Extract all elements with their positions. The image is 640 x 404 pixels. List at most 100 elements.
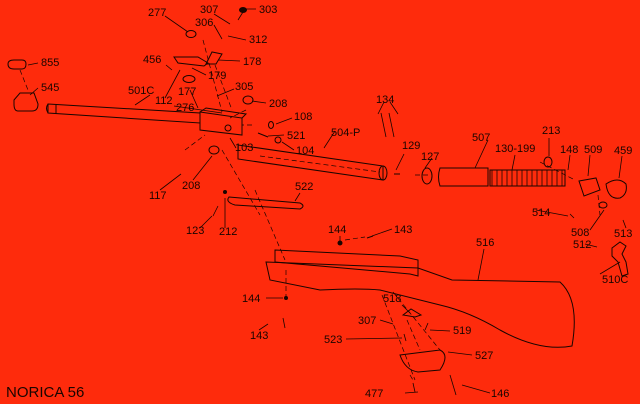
label-213: 213 (542, 125, 560, 137)
label-129: 129 (402, 140, 420, 152)
spring-521 (257, 132, 269, 138)
front-sight-855 (7, 59, 27, 70)
label-212: 212 (219, 226, 237, 238)
label-456: 456 (143, 54, 161, 66)
label-144: 144 (328, 224, 346, 236)
label-459: 459 (614, 145, 632, 157)
label-306: 306 (195, 17, 213, 29)
label-508: 508 (571, 227, 589, 239)
pin-514 (569, 213, 575, 219)
pin-523 (403, 333, 407, 342)
label-855: 855 (41, 57, 59, 69)
rear-sight-base (173, 56, 209, 67)
label-545: 545 (41, 82, 59, 94)
parts-drawing (7, 7, 629, 396)
label-112: 112 (155, 95, 173, 107)
label-527: 527 (475, 350, 493, 362)
cap-459 (605, 179, 627, 199)
stock-channel (274, 249, 419, 277)
label-501c: 501C (128, 85, 154, 97)
pin-134-b (388, 112, 395, 138)
front-sight-545 (13, 92, 39, 112)
label-305: 305 (235, 81, 253, 93)
label-148: 148 (560, 144, 578, 156)
seal-127 (421, 167, 433, 185)
screw-143 (366, 235, 374, 239)
label-179: 179 (208, 70, 226, 82)
trigger-510c (611, 241, 629, 277)
label-178: 178 (243, 56, 261, 68)
trigger-guard-527 (399, 349, 446, 373)
breech-hole (224, 124, 232, 132)
label-127: 127 (421, 151, 439, 163)
label-134: 134 (376, 94, 394, 106)
assembly-lines (19, 39, 601, 381)
nut-212 (223, 190, 227, 194)
diagram-title: NORICA 56 (6, 384, 84, 401)
screw-477 (412, 382, 416, 393)
stock-516 (265, 261, 575, 348)
piston-507 (438, 167, 489, 187)
tube-end (378, 165, 388, 181)
tube-slot (259, 155, 381, 173)
label-177: 177 (178, 86, 196, 98)
label-144-b: 144 (242, 293, 260, 305)
label-307: 307 (200, 4, 218, 16)
label-146: 146 (491, 388, 509, 400)
part-labels: 277 307 303 306 312 855 545 456 178 179 … (41, 4, 632, 400)
washer-277 (185, 30, 197, 38)
label-104: 104 (296, 145, 314, 157)
screw-146 (449, 374, 457, 396)
label-513: 513 (614, 228, 632, 240)
label-477: 477 (365, 388, 383, 400)
label-514: 514 (532, 207, 550, 219)
label-130-199: 130-199 (495, 143, 535, 155)
label-208-b: 208 (182, 180, 200, 192)
breech-block (199, 107, 248, 136)
label-108: 108 (294, 111, 312, 123)
pin-108 (268, 121, 274, 129)
label-522: 522 (295, 181, 313, 193)
screw-143-b (282, 317, 286, 329)
label-507: 507 (472, 132, 490, 144)
plate-177 (182, 75, 196, 83)
washer-213 (543, 156, 553, 168)
cocking-lever-522 (227, 196, 304, 210)
label-509: 509 (584, 144, 602, 156)
ball-104 (274, 136, 282, 144)
barrel-muzzle (46, 103, 57, 114)
label-103: 103 (235, 142, 253, 154)
label-143-b: 143 (250, 330, 268, 342)
spring-130-199 (489, 169, 566, 187)
washer-208-b (208, 145, 220, 155)
rear-sight-blade (205, 51, 223, 65)
nut-508 (598, 201, 608, 209)
label-516: 516 (476, 237, 494, 249)
spring-518 (401, 308, 423, 318)
label-312: 312 (249, 34, 267, 46)
end-cap-509 (578, 177, 601, 197)
label-307-b: 307 (358, 315, 376, 327)
label-277: 277 (148, 7, 166, 19)
label-276: 276 (176, 102, 194, 114)
nut-144 (337, 240, 343, 246)
label-208: 208 (269, 98, 287, 110)
washer-208 (242, 95, 254, 105)
label-117: 117 (149, 190, 167, 202)
label-518: 518 (383, 293, 401, 305)
pin-519 (424, 322, 429, 331)
label-512: 512 (573, 239, 591, 251)
leader-lines (27, 8, 627, 394)
screw-303 (237, 11, 244, 21)
screw-303-head (239, 7, 247, 13)
label-521: 521 (287, 130, 305, 142)
label-519: 519 (453, 325, 471, 337)
label-123: 123 (186, 225, 204, 237)
pin-134-a (380, 112, 387, 138)
label-510c: 510C (602, 274, 628, 286)
label-523: 523 (324, 334, 342, 346)
label-143: 143 (394, 224, 412, 236)
label-504-p: 504-P (331, 127, 360, 139)
